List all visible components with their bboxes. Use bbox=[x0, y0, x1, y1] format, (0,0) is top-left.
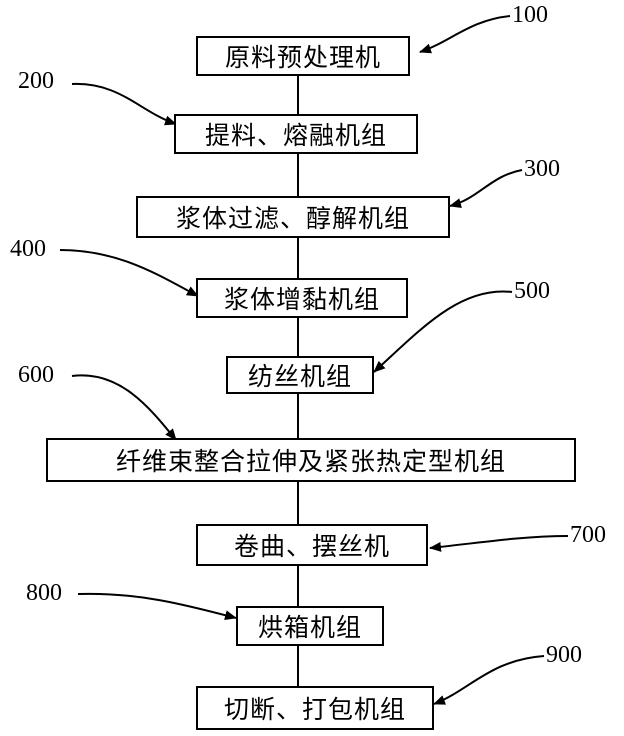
ref-number-100: 100 bbox=[512, 2, 548, 29]
step-box-700: 卷曲、摆丝机 bbox=[196, 524, 428, 566]
leader-arrow-100 bbox=[420, 16, 510, 52]
step-label-500: 纺丝机组 bbox=[248, 357, 352, 393]
step-box-300: 浆体过滤、醇解机组 bbox=[136, 196, 450, 238]
step-label-200: 提料、熔融机组 bbox=[205, 116, 387, 152]
step-label-600: 纤维束整合拉伸及紧张热定型机组 bbox=[116, 442, 506, 478]
leader-arrow-600 bbox=[72, 375, 176, 440]
ref-number-700: 700 bbox=[570, 522, 606, 549]
step-box-800: 烘箱机组 bbox=[236, 606, 384, 646]
step-label-900: 切断、打包机组 bbox=[224, 690, 406, 726]
ref-number-300: 300 bbox=[524, 156, 560, 183]
step-label-300: 浆体过滤、醇解机组 bbox=[176, 199, 410, 235]
leader-arrow-800 bbox=[78, 594, 236, 618]
leader-arrow-200 bbox=[72, 84, 176, 124]
step-box-500: 纺丝机组 bbox=[226, 356, 374, 394]
step-box-900: 切断、打包机组 bbox=[196, 686, 434, 730]
ref-number-800: 800 bbox=[26, 580, 62, 607]
ref-number-900: 900 bbox=[546, 642, 582, 669]
ref-number-600: 600 bbox=[18, 362, 54, 389]
step-box-400: 浆体增黏机组 bbox=[196, 278, 408, 318]
step-label-400: 浆体增黏机组 bbox=[224, 280, 380, 316]
leader-arrow-700 bbox=[430, 536, 568, 548]
leader-arrow-300 bbox=[450, 170, 522, 206]
leader-arrow-400 bbox=[60, 250, 198, 296]
step-label-100: 原料预处理机 bbox=[225, 38, 381, 74]
ref-number-500: 500 bbox=[514, 278, 550, 305]
step-label-800: 烘箱机组 bbox=[258, 608, 362, 644]
step-box-100: 原料预处理机 bbox=[196, 36, 410, 76]
ref-number-400: 400 bbox=[10, 236, 46, 263]
step-box-200: 提料、熔融机组 bbox=[174, 114, 418, 154]
step-label-700: 卷曲、摆丝机 bbox=[234, 527, 390, 563]
ref-number-200: 200 bbox=[18, 68, 54, 95]
step-box-600: 纤维束整合拉伸及紧张热定型机组 bbox=[46, 438, 576, 482]
leader-arrow-900 bbox=[434, 656, 544, 704]
